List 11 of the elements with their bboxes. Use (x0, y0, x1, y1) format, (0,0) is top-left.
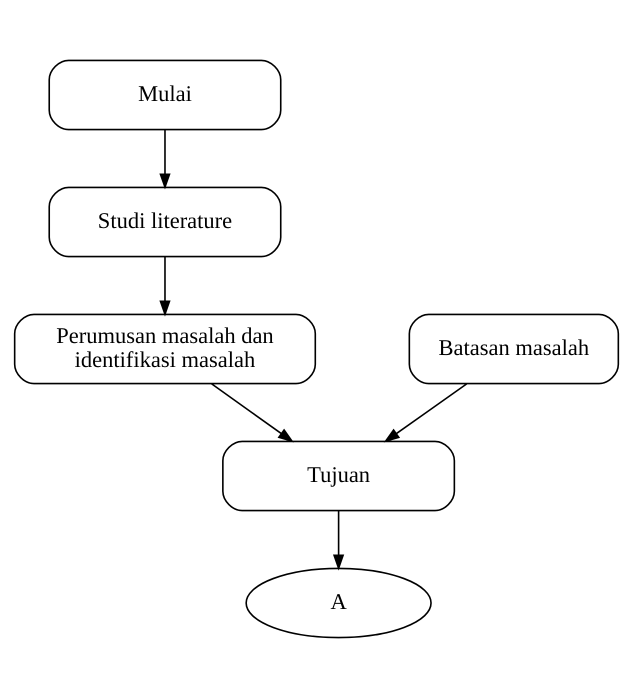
arrow (332, 510, 344, 571)
arrow (159, 130, 171, 190)
arrow (211, 383, 294, 443)
arrow (159, 256, 171, 317)
node-box: Studi literature (48, 186, 282, 258)
node-ellipse: A (245, 568, 432, 638)
node-box: Mulai (48, 60, 282, 130)
node-box: Perumusan masalah dan identifikasi masalah (14, 314, 316, 384)
node-box: Batasan masalah (408, 314, 620, 384)
arrow (384, 383, 468, 443)
node-box: Tujuan (222, 440, 456, 512)
